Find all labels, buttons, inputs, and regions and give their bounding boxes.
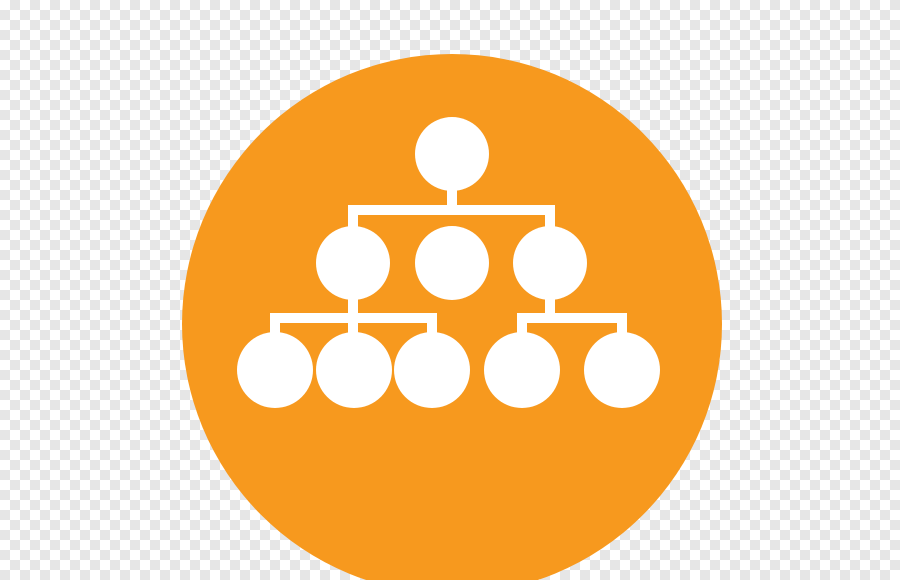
org-node-l3-5 xyxy=(584,332,660,408)
org-node-l2-right xyxy=(513,226,587,300)
org-node-l3-1 xyxy=(237,332,313,408)
org-node-l2-left xyxy=(316,226,390,300)
org-node-l3-3 xyxy=(394,332,470,408)
org-node-l2-center xyxy=(415,226,489,300)
node-group xyxy=(237,117,660,408)
org-node-l3-2 xyxy=(316,332,392,408)
org-node-l3-4 xyxy=(484,332,560,408)
org-node-root xyxy=(415,117,489,191)
badge-circle xyxy=(182,54,722,580)
